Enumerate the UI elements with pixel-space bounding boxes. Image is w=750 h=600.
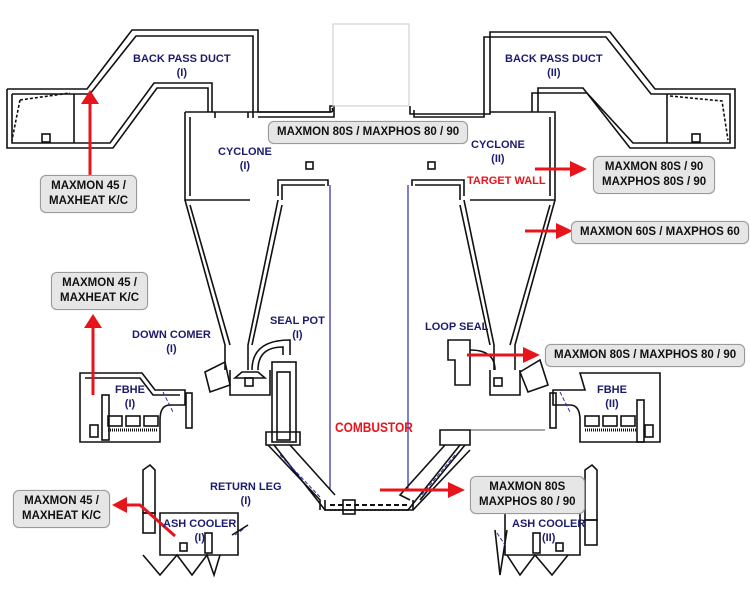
arrow-return-leg-2: [380, 482, 465, 498]
label-target-wall: TARGET WALL: [467, 175, 546, 187]
cyclone-1-structure: [184, 111, 329, 370]
callout-target-wall: MAXMON 80S / 90 MAXPHOS 80S / 90: [593, 156, 716, 194]
callout-cyclone-roof: MAXMON 80S / MAXPHOS 80 / 90: [268, 121, 469, 144]
callout-line: MAXMON 80S / MAXPHOS 80 / 90: [554, 349, 737, 361]
label-cyclone-1: CYCLONE (I): [218, 145, 272, 173]
arrow-cyclone-cone: [525, 223, 573, 239]
label-sub: (I): [240, 495, 251, 507]
callout-loop-seal: MAXMON 80S / MAXPHOS 80 / 90: [545, 344, 746, 367]
label-title: RETURN LEG: [210, 481, 282, 493]
callout-return-leg-2: MAXMON 80S MAXPHOS 80 / 90: [470, 476, 585, 514]
cyclone-2-structure: [411, 111, 556, 370]
callout-line: MAXMON 45 /: [24, 495, 99, 507]
callout-back-pass-1: MAXMON 45 / MAXHEAT K/C: [40, 175, 138, 213]
label-sub: (I): [239, 160, 251, 172]
label-title: CYCLONE: [218, 146, 272, 158]
arrow-back-pass-1: [81, 90, 99, 175]
label-title: BACK PASS DUCT: [133, 53, 231, 65]
callout-line: MAXMON 45 /: [51, 180, 126, 192]
callout-line: MAXMON 60S / MAXPHOS 60: [580, 226, 740, 238]
callout-line: MAXPHOS 80S / 90: [602, 176, 707, 188]
label-sub: (II): [491, 153, 505, 165]
label-down-comer-1: DOWN COMER (I): [132, 328, 211, 356]
label-title: FBHE: [115, 384, 145, 396]
callout-fbhe-1: MAXMON 45 / MAXHEAT K/C: [51, 272, 149, 310]
loop-seal-structure: [447, 339, 549, 396]
callout-line: MAXPHOS 80 / 90: [479, 496, 576, 508]
label-loop-seal: LOOP SEAL: [425, 321, 489, 333]
fbhe-2-structure: [549, 372, 661, 443]
callout-line: MAXHEAT K/C: [49, 195, 129, 207]
indicator-arrows: [81, 90, 587, 538]
label-title: SEAL POT: [270, 315, 325, 327]
label-fbhe-1: FBHE (I): [115, 383, 145, 411]
arrow-target-wall: [535, 161, 587, 177]
arrow-loop-seal: [467, 347, 540, 363]
label-title: FBHE: [597, 384, 627, 396]
label-title: BACK PASS DUCT: [505, 53, 603, 65]
label-fbhe-2: FBHE (II): [597, 383, 627, 411]
label-return-leg-1: RETURN LEG (I): [210, 480, 282, 508]
label-sub: (I): [124, 398, 136, 410]
back-pass-duct-1-structure: [6, 29, 335, 149]
label-sub: (II): [605, 398, 619, 410]
label-ash-cooler-2: ASH COOLER (II): [512, 517, 585, 545]
label-sub: (I): [194, 532, 205, 544]
callout-line: MAXMON 80S / MAXPHOS 80 / 90: [277, 126, 460, 138]
label-sub: (I): [166, 343, 177, 355]
label-combustor: COMBUSTOR: [335, 419, 413, 435]
arrow-fbhe-1: [84, 314, 102, 395]
callout-cyclone-cone: MAXMON 60S / MAXPHOS 60: [571, 221, 749, 244]
callout-line: MAXMON 80S: [489, 481, 566, 493]
label-title: CYCLONE: [471, 139, 525, 151]
label-title: ASH COOLER: [512, 518, 586, 530]
callout-line: MAXMON 80S / 90: [604, 161, 704, 173]
label-back-pass-duct-2: BACK PASS DUCT (II): [505, 52, 603, 80]
label-sub: (I): [292, 329, 303, 341]
callout-line: MAXHEAT K/C: [60, 292, 140, 304]
back-pass-duct-2-structure: [409, 31, 736, 149]
label-sub: (II): [541, 532, 556, 544]
label-sub: (I): [176, 67, 187, 79]
label-sub: (II): [547, 67, 561, 79]
callout-line: MAXHEAT K/C: [22, 510, 102, 522]
label-ash-cooler-1: ASH COOLER (I): [163, 517, 236, 545]
callout-line: MAXMON 45 /: [62, 277, 137, 289]
label-cyclone-2: CYCLONE (II): [471, 138, 525, 166]
fbhe-1-structure: [79, 372, 193, 443]
label-seal-pot-1: SEAL POT (I): [270, 314, 325, 342]
label-back-pass-duct-1: BACK PASS DUCT (I): [133, 52, 231, 80]
label-title: ASH COOLER: [163, 518, 237, 530]
callout-ash-cooler-1: MAXMON 45 / MAXHEAT K/C: [13, 490, 111, 528]
arrow-ash-cooler-1: [112, 497, 176, 538]
label-title: DOWN COMER: [132, 329, 211, 341]
